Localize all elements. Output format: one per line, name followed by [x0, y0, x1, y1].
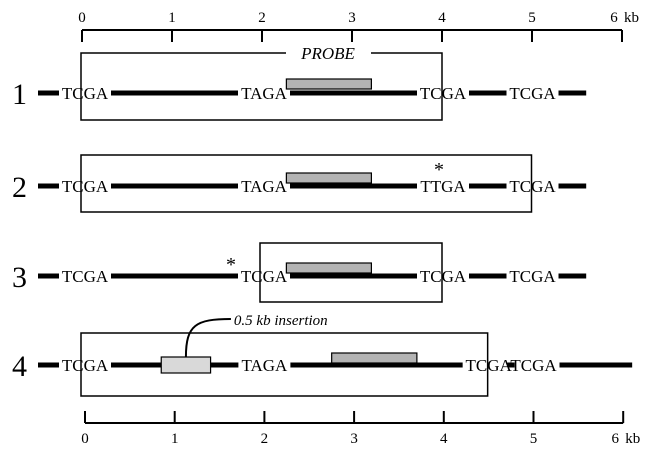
top-scale-unit-label: kb: [624, 10, 639, 26]
lane-number: 4: [12, 350, 27, 383]
top-scale-tick-label: 0: [78, 10, 86, 26]
top-scale-tick-label: 2: [258, 10, 266, 26]
bottom-scale-tick-label: 4: [440, 431, 448, 447]
hybridizing-fragment-box: [259, 242, 443, 303]
restriction-site-label: TCGA: [510, 356, 557, 375]
restriction-site-label: TAGA: [241, 84, 288, 103]
restriction-site-label: TCGA: [241, 267, 288, 286]
insertion-label: 0.5 kb insertion: [234, 313, 328, 329]
restriction-site-label: TCGA: [509, 177, 556, 196]
hybridizing-fragment-box: [80, 332, 489, 397]
bottom-scale-unit-label: kb: [625, 431, 640, 447]
bottom-scale-tick-label: 6: [611, 431, 619, 447]
lane-number: 3: [12, 261, 27, 294]
insertion-callout-line: [184, 318, 231, 358]
mutation-asterisk: *: [434, 159, 444, 181]
mutation-asterisk: *: [226, 254, 236, 276]
bottom-scale-tick-label: 1: [171, 431, 179, 447]
restriction-site-label: TCGA: [509, 267, 556, 286]
hybridizing-fragment-box: [80, 154, 533, 213]
restriction-site-label: TCGA: [62, 84, 109, 103]
restriction-site-label: TCGA: [62, 267, 109, 286]
lane-number: 1: [12, 78, 27, 111]
bottom-scale-tick-label: 3: [350, 431, 358, 447]
restriction-site-label: TAGA: [241, 177, 288, 196]
bottom-scale-tick-label: 0: [81, 431, 89, 447]
restriction-site-label: TCGA: [420, 267, 467, 286]
probe-bar: [331, 352, 418, 364]
bottom-scale-tick-label: 2: [261, 431, 269, 447]
top-scale-tick-label: 3: [348, 10, 356, 26]
probe-bar: [285, 78, 373, 90]
top-scale-tick-label: 1: [168, 10, 176, 26]
restriction-site-label: TCGA: [466, 356, 513, 375]
hybridizing-fragment-box: [80, 52, 443, 121]
probe-bar: [285, 262, 373, 274]
top-scale-tick-label: 4: [438, 10, 446, 26]
restriction-site-label: TCGA: [62, 356, 109, 375]
restriction-site-label: TCGA: [420, 84, 467, 103]
bottom-scale-tick-label: 5: [530, 431, 538, 447]
top-scale-tick-label: 6: [610, 10, 618, 26]
restriction-site-label: TCGA: [62, 177, 109, 196]
probe-label: PROBE: [300, 44, 355, 63]
probe-bar: [285, 172, 373, 184]
restriction-site-label: TCGA: [509, 84, 556, 103]
insertion-box: [160, 356, 212, 374]
top-scale-tick-label: 5: [528, 10, 536, 26]
lane-number: 2: [12, 171, 27, 204]
restriction-site-label: TTGA: [420, 177, 466, 196]
restriction-site-label: TAGA: [241, 356, 288, 375]
